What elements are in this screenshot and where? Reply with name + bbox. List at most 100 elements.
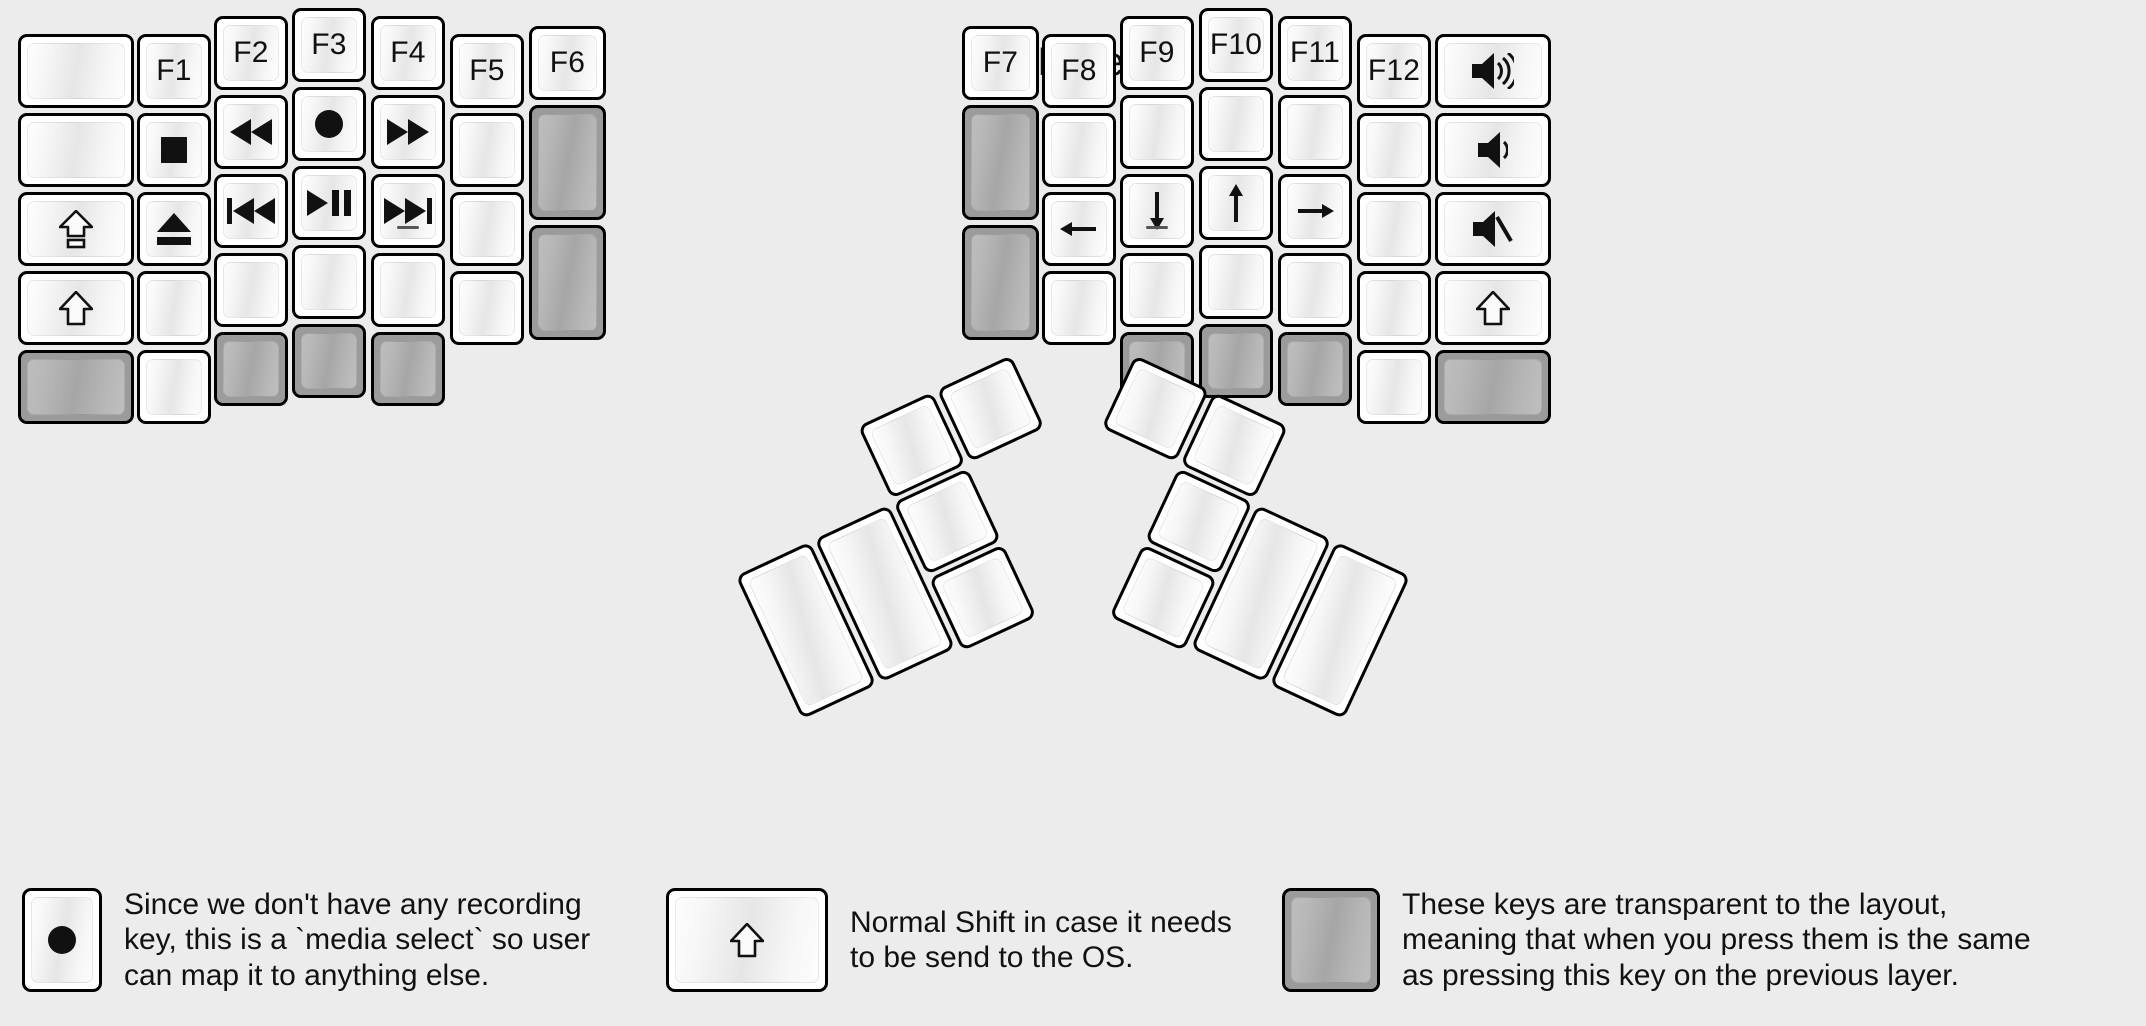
key-face	[223, 262, 279, 318]
blank-key[interactable]	[1042, 113, 1116, 187]
transparent-key[interactable]	[214, 332, 288, 406]
blank-key[interactable]	[137, 350, 211, 424]
legend-item: These keys are transparent to the layout…	[1282, 888, 2146, 992]
blank-key[interactable]	[450, 271, 524, 345]
key-f11[interactable]: F11	[1278, 16, 1352, 90]
transparent-key[interactable]	[1435, 350, 1551, 424]
key-f4[interactable]: F4	[371, 16, 445, 90]
key-face	[1287, 25, 1343, 81]
blank-key[interactable]	[1357, 192, 1431, 266]
key-face	[459, 43, 515, 99]
key-face	[905, 479, 990, 564]
arrow-left-key[interactable]	[1042, 192, 1116, 266]
blank-key[interactable]	[1357, 271, 1431, 345]
key-face	[1287, 104, 1343, 160]
key-face	[1444, 280, 1542, 336]
legend-key-glyph	[1285, 891, 1377, 989]
blank-key[interactable]	[450, 192, 524, 266]
key-face	[146, 201, 202, 257]
key-face	[1156, 479, 1241, 564]
key-face	[1051, 122, 1107, 178]
blank-key[interactable]	[1042, 271, 1116, 345]
key-face	[27, 359, 125, 415]
blank-key[interactable]	[450, 113, 524, 187]
key-f9[interactable]: F9	[1120, 16, 1194, 90]
key-face	[1208, 96, 1264, 152]
key-face	[1366, 280, 1422, 336]
key-face	[1129, 104, 1185, 160]
key-face	[146, 359, 202, 415]
key-face	[1051, 201, 1107, 257]
transparent-key[interactable]	[371, 332, 445, 406]
key-face	[940, 556, 1025, 640]
key-f10[interactable]: F10	[1199, 8, 1273, 82]
arrow-down-key[interactable]	[1120, 174, 1194, 248]
key-face	[1051, 280, 1107, 336]
blank-key[interactable]	[18, 34, 134, 108]
shift-key[interactable]	[1435, 271, 1551, 345]
blank-key[interactable]	[1357, 350, 1431, 424]
media-eject-key[interactable]	[137, 192, 211, 266]
key-face	[971, 35, 1030, 91]
key-f5[interactable]: F5	[450, 34, 524, 108]
key-f6[interactable]: F6	[529, 26, 606, 100]
arrow-up-key[interactable]	[1199, 166, 1273, 240]
media-fast-forward-key[interactable]	[371, 95, 445, 169]
blank-key[interactable]	[1278, 95, 1352, 169]
blank-key[interactable]	[1120, 253, 1194, 327]
media-record-key[interactable]	[292, 87, 366, 161]
key-face	[146, 280, 202, 336]
arrow-right-key[interactable]	[1278, 174, 1352, 248]
key-face	[223, 104, 279, 160]
transparent-key[interactable]	[962, 225, 1039, 340]
homing-bar	[397, 226, 419, 229]
caps-lock-key[interactable]	[18, 192, 134, 266]
blank-key[interactable]	[1199, 87, 1273, 161]
key-f7[interactable]: F7	[962, 26, 1039, 100]
blank-key[interactable]	[1199, 245, 1273, 319]
blank-key[interactable]	[1357, 113, 1431, 187]
media-stop-key[interactable]	[137, 113, 211, 187]
key-face	[146, 43, 202, 99]
media-next-track-key[interactable]	[371, 174, 445, 248]
key-f12[interactable]: F12	[1357, 34, 1431, 108]
key-f1[interactable]: F1	[137, 34, 211, 108]
transparent-key[interactable]	[292, 324, 366, 398]
blank-key[interactable]	[1278, 253, 1352, 327]
media-rewind-key[interactable]	[214, 95, 288, 169]
volume-down-key[interactable]	[1435, 113, 1551, 187]
transparent-key[interactable]	[18, 350, 134, 424]
key-face	[380, 341, 436, 397]
legend-key-glyph	[25, 891, 99, 989]
volume-mute-key[interactable]	[1435, 192, 1551, 266]
key-f8[interactable]: F8	[1042, 34, 1116, 108]
key-face	[538, 114, 597, 211]
transparent-key[interactable]	[529, 225, 606, 340]
key-face	[1366, 122, 1422, 178]
blank-key[interactable]	[1120, 95, 1194, 169]
transparent-key[interactable]	[1278, 332, 1352, 406]
key-f3[interactable]: F3	[292, 8, 366, 82]
key-f2[interactable]: F2	[214, 16, 288, 90]
key-face	[1444, 122, 1542, 178]
transparent-key[interactable]	[962, 105, 1039, 220]
transparent-key[interactable]	[529, 105, 606, 220]
volume-up-key[interactable]	[1435, 34, 1551, 108]
transparent-key[interactable]	[1199, 324, 1273, 398]
media-play-pause-key[interactable]	[292, 166, 366, 240]
media-prev-track-key[interactable]	[214, 174, 288, 248]
shift-key[interactable]	[18, 271, 134, 345]
blank-key[interactable]	[18, 113, 134, 187]
blank-key[interactable]	[292, 245, 366, 319]
key-face	[27, 122, 125, 178]
blank-key[interactable]	[214, 253, 288, 327]
legend-item: Normal Shift in case it needs to be send…	[666, 888, 1270, 992]
key-face	[27, 280, 125, 336]
key-face	[223, 25, 279, 81]
blank-key[interactable]	[371, 253, 445, 327]
legend-key-sample	[22, 888, 102, 992]
key-face	[301, 96, 357, 152]
key-face	[869, 403, 954, 488]
blank-key[interactable]	[137, 271, 211, 345]
